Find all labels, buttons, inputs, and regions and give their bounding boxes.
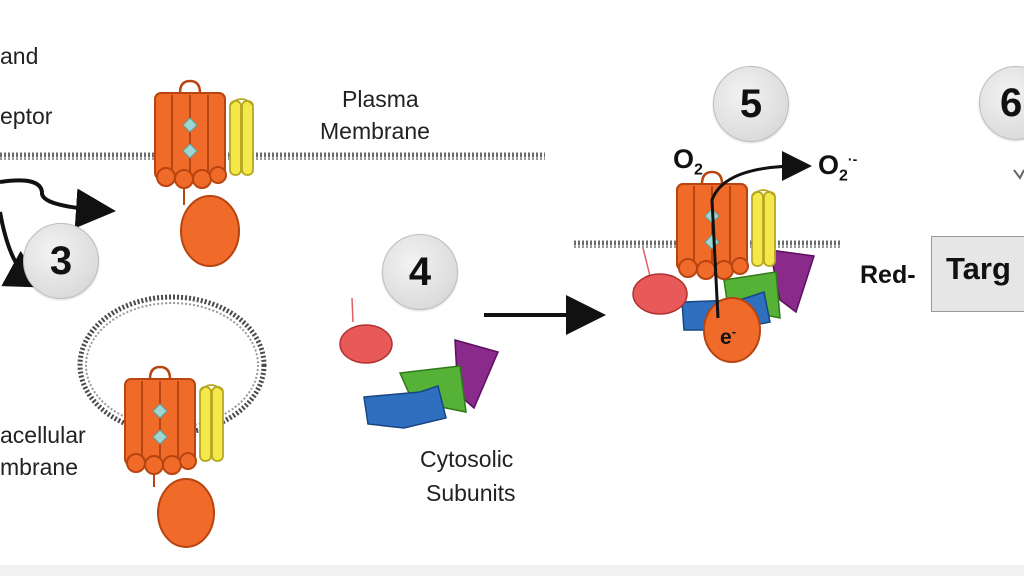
label-electron: e- — [720, 324, 737, 349]
bottom-strip — [0, 565, 1024, 576]
dehydrogenase-domain-vesicle — [157, 478, 215, 548]
label-intracellular-fragment: acellular — [0, 422, 86, 448]
label-target: Targ — [946, 251, 1011, 286]
step-5-badge: 5 — [713, 66, 789, 142]
label-ligand-fragment: and — [0, 43, 39, 69]
label-red: Red- — [860, 261, 916, 289]
label-oxygen: O2 — [673, 144, 703, 179]
pink-subunit — [339, 324, 393, 364]
label-receptor-fragment: eptor — [0, 103, 53, 129]
active-nox-complex — [632, 151, 815, 363]
label-cytosolic: Cytosolic — [420, 446, 514, 472]
label-superoxide: O2·- — [818, 150, 858, 185]
step6-arrow-fragment — [1013, 169, 1024, 180]
nox-complex-vesicle — [123, 365, 225, 548]
pink-subunit-bound — [632, 273, 688, 315]
blue-subunit — [363, 385, 447, 429]
step-3-badge: 3 — [23, 223, 99, 299]
label-subunits: Subunits — [426, 480, 516, 506]
dehydrogenase-domain — [180, 195, 240, 267]
nox-complex-plasma — [153, 79, 255, 267]
step-4-badge: 4 — [382, 234, 458, 310]
arrow-to-plasma-membrane — [0, 178, 116, 229]
electron-transfer-arrow — [710, 151, 812, 319]
cytosolic-subunits-group — [339, 297, 500, 429]
label-plasma: Plasma — [342, 86, 419, 112]
label-intracellular-membrane-fragment: mbrane — [0, 454, 78, 480]
target-box — [931, 236, 1024, 312]
intracellular-vesicle — [77, 294, 267, 436]
label-membrane: Membrane — [320, 118, 430, 144]
